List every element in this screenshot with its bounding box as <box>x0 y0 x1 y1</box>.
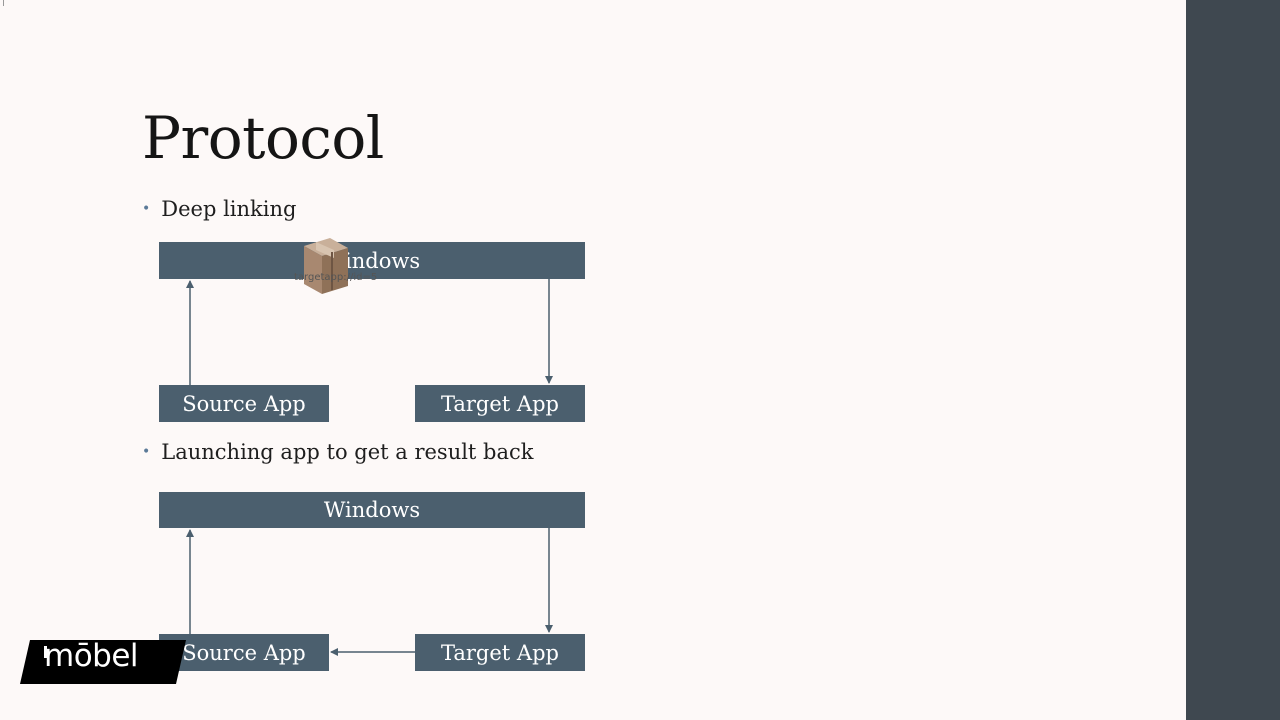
bullet-deep-linking: • Deep linking <box>142 197 296 221</box>
diagram2-target-app-box: Target App <box>415 634 585 671</box>
diagram1-target-app-box: Target App <box>415 385 585 422</box>
package-caption: targetapp://id=5 <box>294 272 378 283</box>
diagram2-windows-box: Windows <box>159 492 585 528</box>
right-sidebar <box>1186 0 1280 720</box>
bullet-text: Launching app to get a result back <box>161 440 534 464</box>
bullet-dot-icon: • <box>142 444 151 460</box>
logo-text: mōbel <box>44 638 139 674</box>
corner-mark <box>3 0 4 6</box>
bullet-text: Deep linking <box>161 197 297 221</box>
slide-title: Protocol <box>142 104 384 172</box>
bullet-launching-app: • Launching app to get a result back <box>142 440 534 464</box>
diagram1-source-app-box: Source App <box>159 385 329 422</box>
mobel-logo <box>20 640 186 684</box>
package-box-icon <box>304 238 348 294</box>
bullet-dot-icon: • <box>142 201 151 217</box>
diagram2-source-app-box: Source App <box>159 634 329 671</box>
